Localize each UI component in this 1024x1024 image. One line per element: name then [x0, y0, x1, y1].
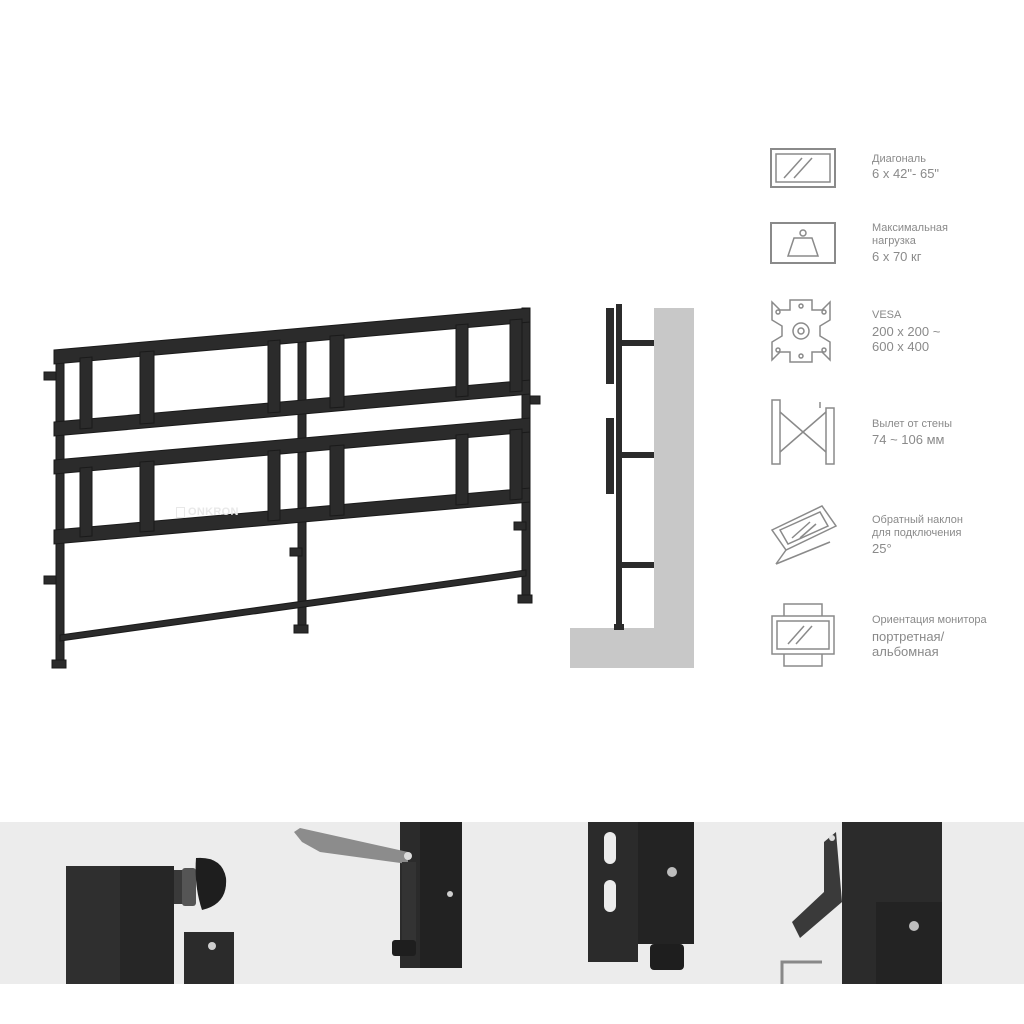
- onkron-logo-icon: [176, 506, 185, 518]
- spec-diagonal-value: 6 x 42"- 65": [872, 166, 940, 181]
- detail-tilt-latch-photo: [780, 822, 942, 984]
- side-view-wall-diagram: [570, 304, 694, 668]
- weight-icon: [770, 222, 836, 264]
- detail-slotted-rail-photo: [588, 822, 694, 970]
- spec-load-label: Максимальная нагрузка: [872, 222, 948, 247]
- detail-bracket-arm-photo: [294, 822, 462, 968]
- spec-wall-distance-value: 74 ~ 106 мм: [872, 432, 945, 447]
- spec-vesa-label: VESA: [872, 309, 902, 321]
- video-wall-mount-frame: [43, 307, 541, 669]
- tilt-icon: [770, 505, 838, 565]
- vesa-plate-icon: [771, 299, 831, 363]
- wall-distance-icon: [771, 399, 835, 465]
- spec-vesa-value: 200 x 200 ~ 600 x 400: [872, 324, 941, 354]
- spec-tilt-label: Обратный наклон для подключения: [872, 514, 963, 539]
- spec-orientation-label: Ориентация монитора: [872, 614, 987, 626]
- spec-orientation-value: портретная/ альбомная: [872, 629, 945, 659]
- orientation-icon: [771, 603, 835, 667]
- diagonal-screen-icon: [770, 148, 836, 188]
- spec-load-value: 6 x 70 кг: [872, 249, 922, 264]
- brand-logo-text: ONKRON: [188, 506, 239, 518]
- spec-wall-distance-label: Вылет от стены: [872, 418, 952, 430]
- spec-tilt-value: 25°: [872, 541, 892, 556]
- brand-logo: ONKRON: [176, 506, 239, 518]
- spec-diagonal-label: Диагональ: [872, 153, 926, 165]
- detail-knob-photo: [66, 857, 234, 984]
